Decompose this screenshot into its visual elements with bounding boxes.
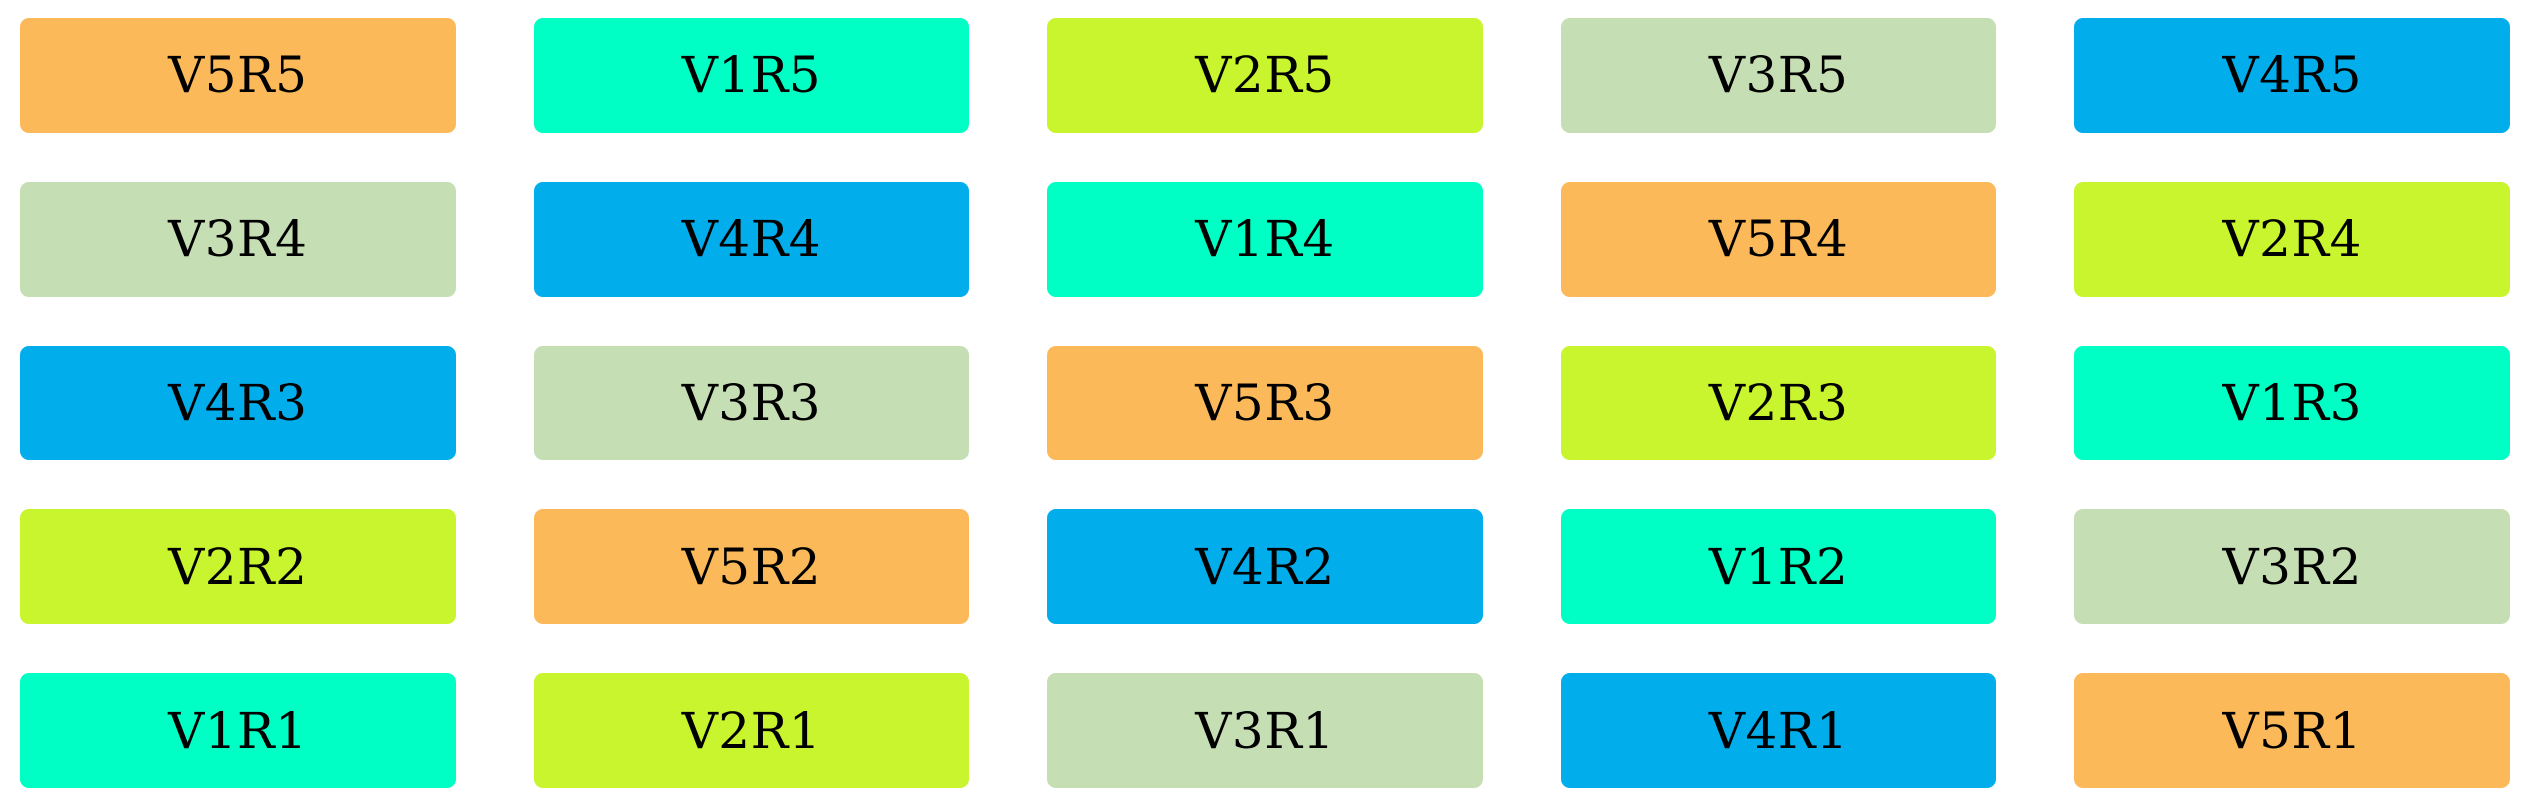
grid-cell-label: V1R3 [2222,373,2362,432]
grid-cell-v3r5[interactable]: V3R5 [1560,18,1997,133]
grid-cell-v1r4[interactable]: V1R4 [1047,181,1483,297]
grid-cell-label: V3R2 [2222,537,2362,596]
grid-cell-label: V3R1 [1195,701,1335,760]
grid-cell-v4r2[interactable]: V4R2 [1047,509,1483,625]
grid-cell-v4r3[interactable]: V4R3 [20,345,456,461]
grid-cell-v5r1[interactable]: V5R1 [2074,673,2510,788]
grid-cell-label: V2R5 [1195,46,1335,105]
grid-cell-v1r3[interactable]: V1R3 [2074,345,2510,461]
grid-cell-label: V1R2 [1708,537,1849,596]
grid-cell-label: V4R4 [681,210,822,269]
grid-cell-label: V4R3 [168,373,308,432]
grid-cell-label: V4R5 [2222,46,2362,105]
grid-cell-v2r5[interactable]: V2R5 [1047,18,1483,133]
grid-cell-v4r5[interactable]: V4R5 [2074,18,2510,133]
grid-cell-v3r1[interactable]: V3R1 [1047,673,1483,788]
grid-cell-v2r3[interactable]: V2R3 [1560,345,1997,461]
grid-cell-label: V5R4 [1708,210,1849,269]
grid-cell-label: V5R1 [2222,701,2362,760]
grid-cell-v1r5[interactable]: V1R5 [533,18,970,133]
grid-cell-v1r2[interactable]: V1R2 [1560,509,1997,625]
grid-cell-label: V5R3 [1195,373,1335,432]
grid-cell-v2r4[interactable]: V2R4 [2074,181,2510,297]
grid-cell-v5r2[interactable]: V5R2 [533,509,970,625]
grid-cell-v4r1[interactable]: V4R1 [1560,673,1997,788]
grid-cell-label: V4R1 [1708,701,1849,760]
grid-cell-v1r1[interactable]: V1R1 [20,673,456,788]
grid-cell-label: V1R5 [681,46,822,105]
grid-cell-label: V3R3 [681,373,822,432]
grid-cell-label: V2R2 [168,537,308,596]
grid-cell-v3r3[interactable]: V3R3 [533,345,970,461]
grid-cell-v5r5[interactable]: V5R5 [20,18,456,133]
grid-cell-label: V1R1 [168,701,308,760]
grid-cell-v5r3[interactable]: V5R3 [1047,345,1483,461]
grid-cell-label: V5R5 [168,46,308,105]
grid-cell-v5r4[interactable]: V5R4 [1560,181,1997,297]
grid-cell-label: V1R4 [1195,210,1335,269]
grid-cell-label: V4R2 [1195,537,1335,596]
grid-cell-label: V2R4 [2222,210,2362,269]
grid-cell-label: V5R2 [681,537,822,596]
grid-cell-v4r4[interactable]: V4R4 [533,181,970,297]
grid-cell-v3r4[interactable]: V3R4 [20,181,456,297]
grid-cell-label: V3R4 [168,210,308,269]
grid-cell-v2r1[interactable]: V2R1 [533,673,970,788]
grid-cell-v3r2[interactable]: V3R2 [2074,509,2510,625]
grid-cell-label: V2R3 [1708,373,1849,432]
grid-cell-label: V2R1 [681,701,822,760]
grid-cell-v2r2[interactable]: V2R2 [20,509,456,625]
grid-cell-label: V3R5 [1708,46,1849,105]
